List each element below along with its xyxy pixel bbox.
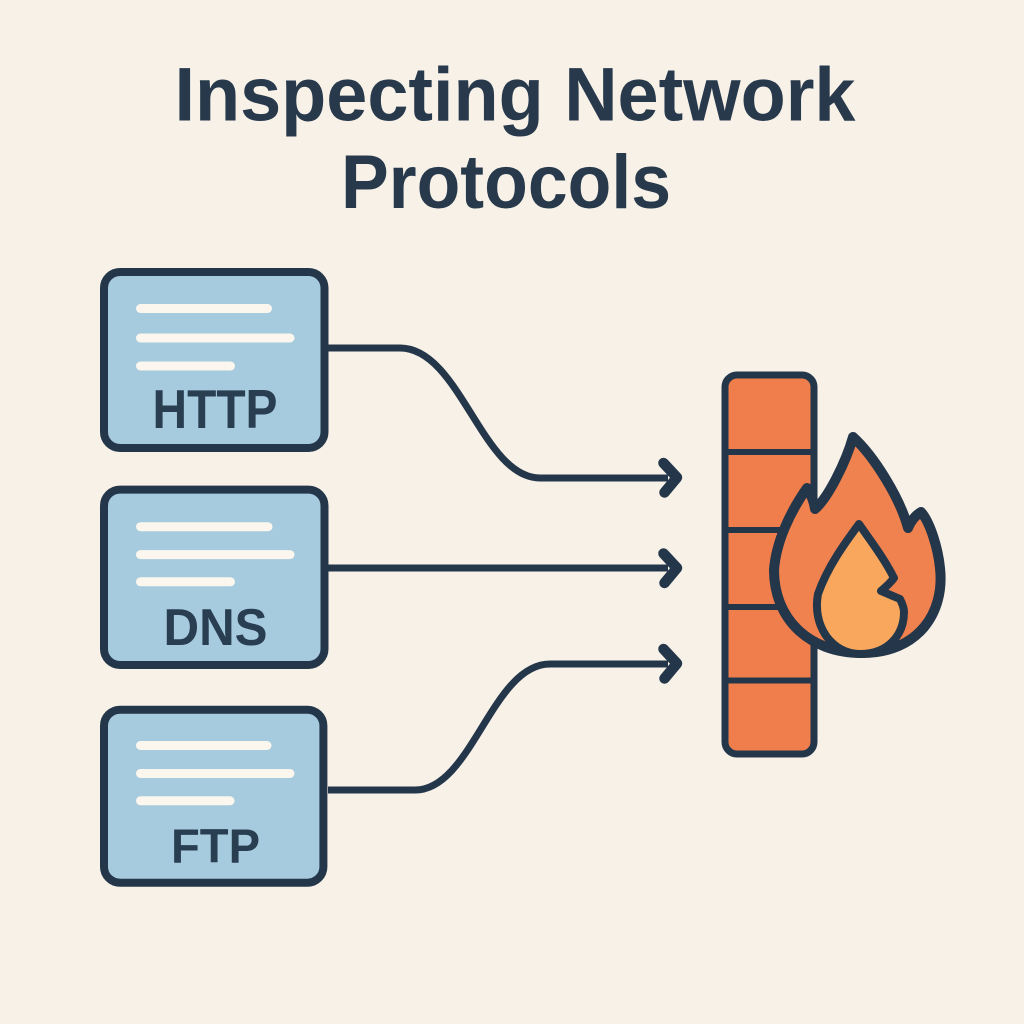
svg-text:HTTP: HTTP: [153, 378, 278, 440]
svg-text:DNS: DNS: [164, 599, 268, 657]
svg-text:Protocols: Protocols: [341, 140, 671, 225]
svg-text:Inspecting Network: Inspecting Network: [175, 53, 857, 138]
svg-text:FTP: FTP: [171, 821, 260, 874]
